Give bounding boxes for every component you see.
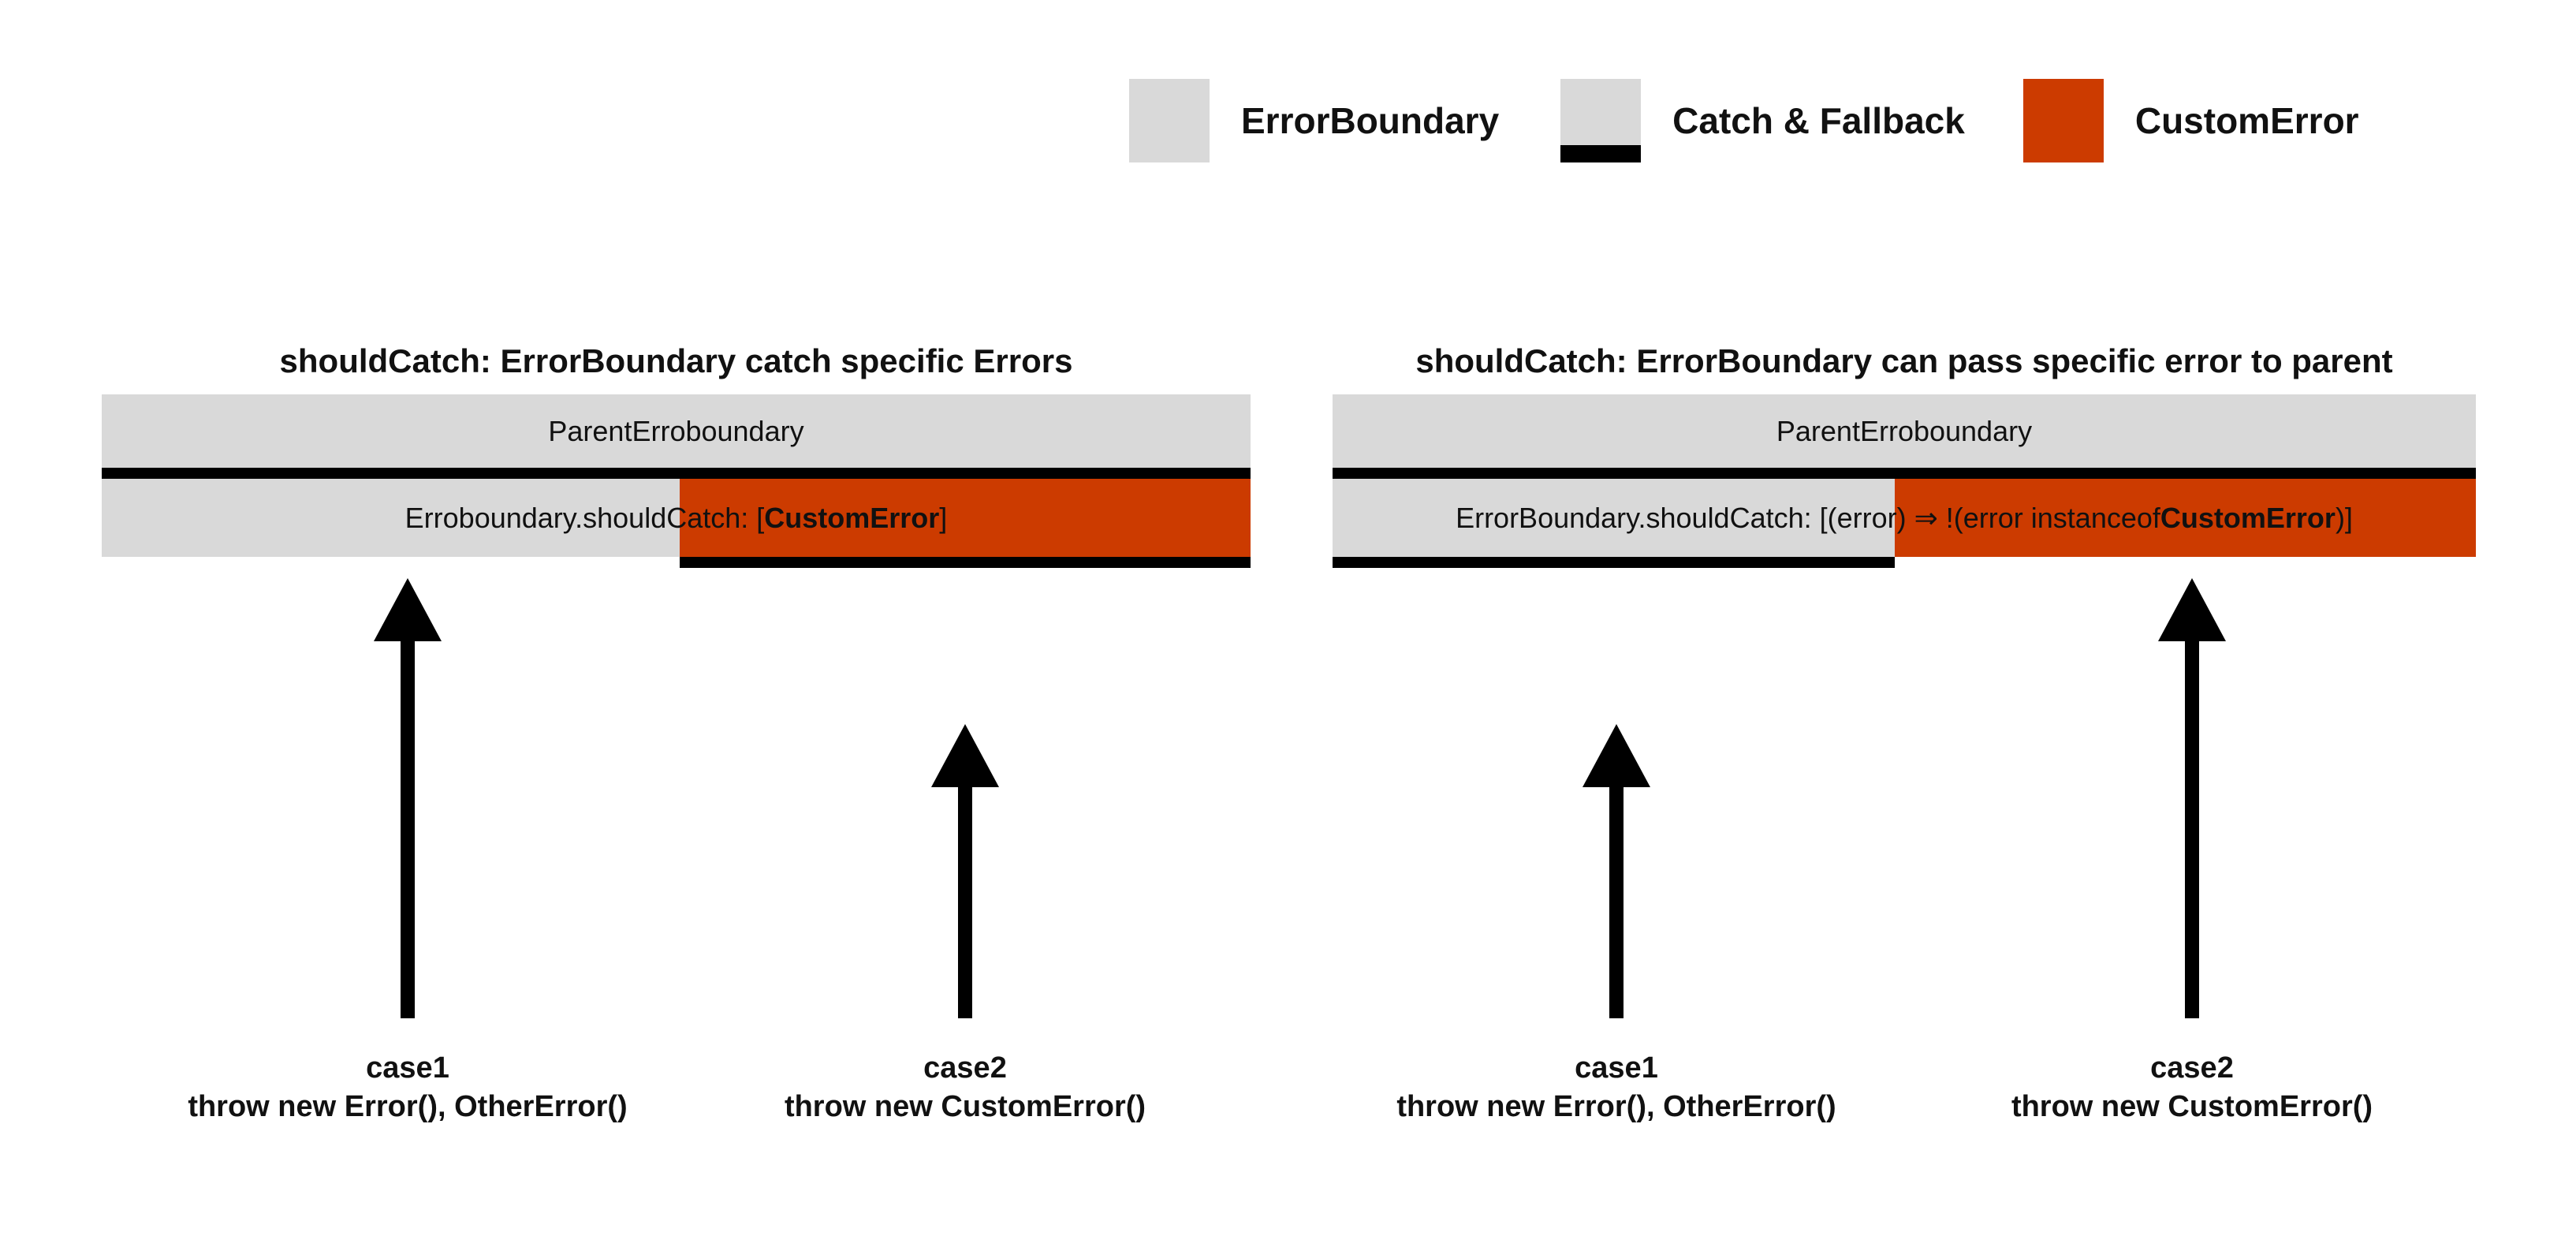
diagram-left-child-orange-segment: [679, 479, 1251, 557]
arrow-shaft: [958, 786, 972, 1018]
case-name: case1: [1575, 1051, 1658, 1085]
legend-label-customerror: CustomError: [2134, 100, 2359, 141]
diagram-right-box: ParentErroboundary ErrorBoundary.shouldC…: [1333, 394, 2476, 568]
case-code: throw new Error(), OtherError(): [188, 1089, 628, 1123]
diagram-right-bottom-bar-row: [1333, 557, 2476, 568]
diagram-right-child-boundary: ErrorBoundary.shouldCatch: [(error) ⇒ !(…: [1333, 479, 2476, 557]
diagram-left-bottom-black-bar: [679, 557, 1251, 568]
diagram-left-child-boundary: Erroboundary.shouldCatch: [CustomError]: [102, 479, 1251, 557]
gray-square-swatch-icon: [1129, 79, 1210, 162]
diagram-left: shouldCatch: ErrorBoundary catch specifi…: [102, 339, 1251, 1123]
arrow-shaft: [2185, 640, 2199, 1018]
diagram-left-box: ParentErroboundary Erroboundary.shouldCa…: [102, 394, 1251, 568]
legend-item-catch-fallback: Catch & Fallback: [1560, 79, 1965, 162]
arrow-head-icon: [2158, 578, 2226, 641]
diagram-left-title: shouldCatch: ErrorBoundary catch specifi…: [279, 342, 1073, 379]
diagram-right-child-orange-segment: [1895, 479, 2476, 557]
diagram-left-bottom-bar-row: [102, 557, 1251, 568]
diagram-left-child-gray-segment: [102, 479, 680, 557]
legend-item-customerror: CustomError: [2022, 79, 2359, 162]
diagram-right-bottom-black-bar: [1333, 557, 1896, 568]
arrow-shaft: [1609, 786, 1624, 1018]
diagram-right-parent-boundary: ParentErroboundary: [1333, 394, 2476, 468]
arrow-head-icon: [931, 724, 999, 787]
diagram-right-child-gray-segment: [1333, 479, 1896, 557]
arrow-shaft: [401, 640, 415, 1018]
case-code: throw new CustomError(): [784, 1089, 1146, 1123]
case-name: case1: [366, 1051, 449, 1085]
diagram-right-parent-divider: [1333, 468, 2476, 479]
diagram-right-parent-label: ParentErroboundary: [1776, 414, 2033, 447]
diagram-left-parent-boundary: ParentErroboundary: [102, 394, 1251, 468]
diagram-left-parent-label: ParentErroboundary: [548, 414, 804, 447]
arrow-head-icon: [374, 578, 442, 641]
case-code: throw new Error(), OtherError(): [1396, 1089, 1836, 1123]
diagram-left-parent-divider: [102, 468, 1251, 479]
gray-square-with-black-bar-swatch-icon: [1560, 79, 1642, 162]
case-code: throw new CustomError(): [2011, 1089, 2373, 1123]
orange-square-swatch-icon: [2022, 79, 2104, 162]
diagram-right: shouldCatch: ErrorBoundary can pass spec…: [1333, 339, 2476, 1123]
diagram-right-title: shouldCatch: ErrorBoundary can pass spec…: [1415, 342, 2393, 379]
legend-label-errorboundary: ErrorBoundary: [1241, 100, 1500, 141]
diagram-right-caption-case1: case1 throw new Error(), OtherError(): [1396, 1049, 1836, 1126]
legend-item-errorboundary: ErrorBoundary: [1129, 79, 1499, 162]
diagram-left-caption-case2: case2 throw new CustomError(): [785, 1049, 1146, 1126]
case-name: case2: [2150, 1051, 2234, 1085]
legend-label-catch-fallback: Catch & Fallback: [1672, 100, 1965, 141]
case-name: case2: [923, 1051, 1007, 1085]
diagram-right-caption-case2: case2 throw new CustomError(): [2011, 1049, 2373, 1126]
diagram-left-caption-case1: case1 throw new Error(), OtherError(): [188, 1049, 627, 1126]
legend: ErrorBoundary Catch & Fallback CustomErr…: [1129, 79, 2359, 162]
arrow-head-icon: [1583, 724, 1650, 787]
